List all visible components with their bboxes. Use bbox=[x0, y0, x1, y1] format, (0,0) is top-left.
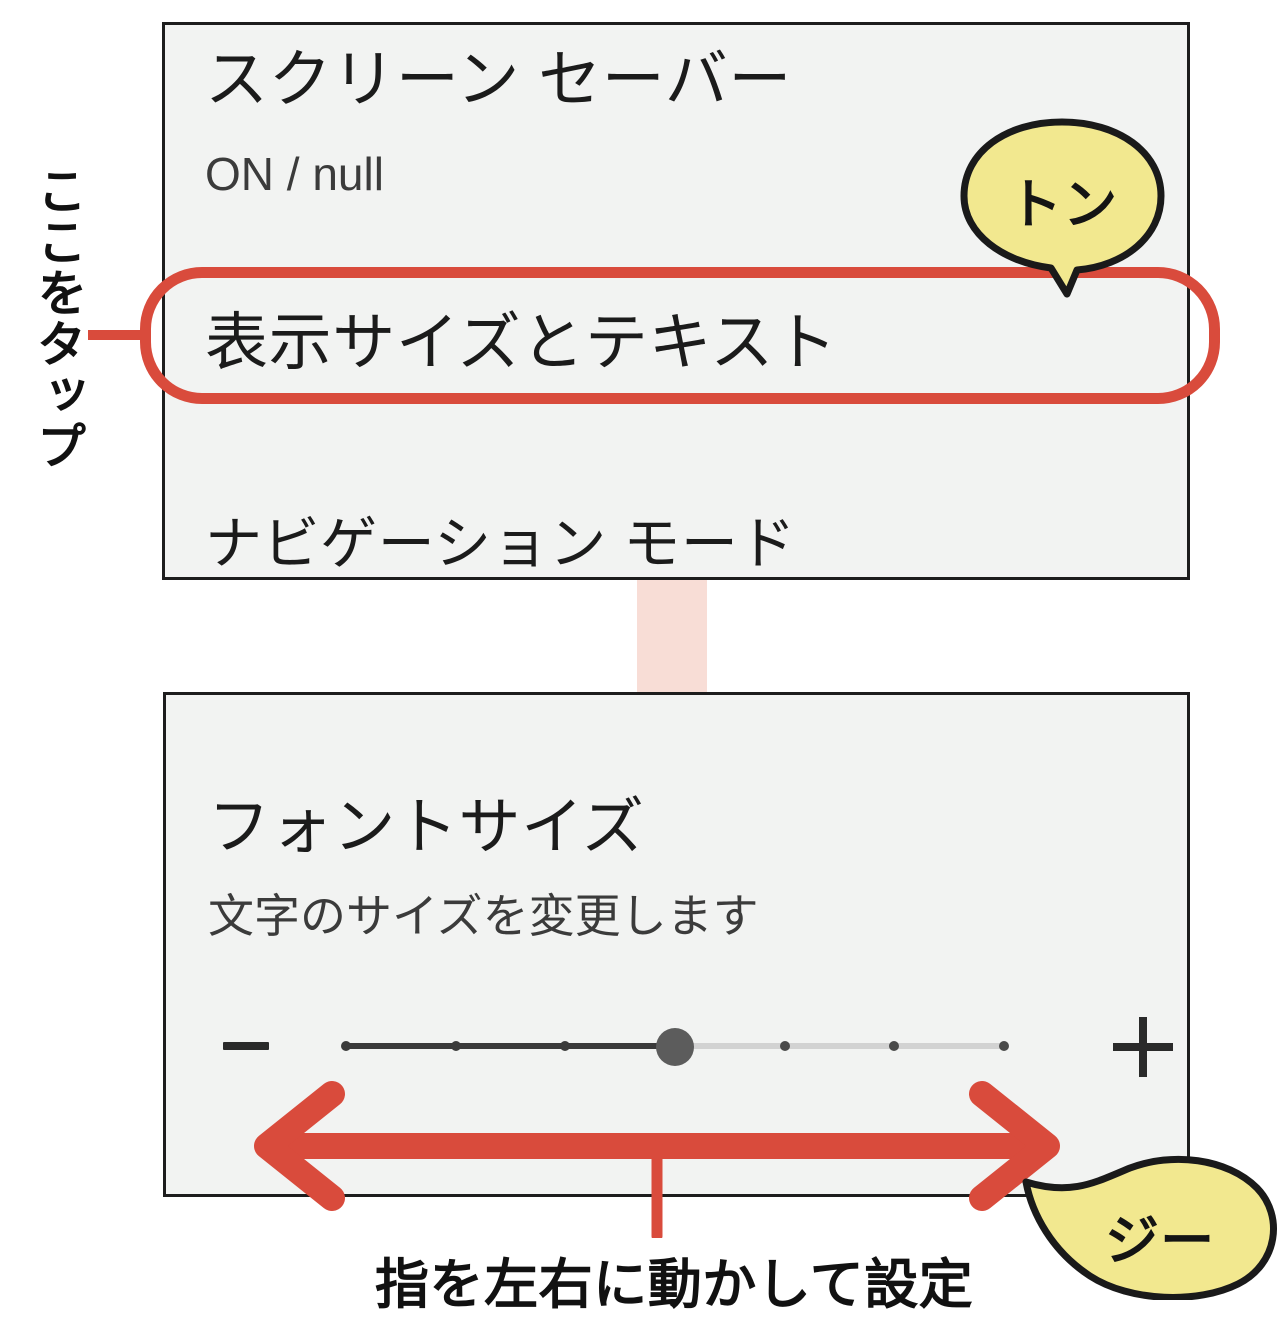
drag-direction-arrow bbox=[254, 1081, 1060, 1238]
slider-tick[interactable] bbox=[560, 1041, 571, 1051]
panel-flow-connector bbox=[637, 580, 707, 693]
font-size-slider-area bbox=[166, 995, 1187, 1105]
annotation-drag-to-set: 指を左右に動かして設定 bbox=[375, 1255, 974, 1315]
speech-bubble-tap bbox=[960, 118, 1165, 298]
minus-icon[interactable] bbox=[223, 1042, 269, 1050]
settings-row-display-size-and-text-title[interactable]: 表示サイズとテキスト bbox=[205, 308, 838, 378]
speech-bubble-drag-label: ジー bbox=[1105, 1211, 1216, 1271]
font-size-title: フォントサイズ bbox=[208, 793, 645, 862]
slider-tick[interactable] bbox=[779, 1041, 790, 1051]
annotation-tap-here: ここをタップ bbox=[30, 165, 86, 471]
slider-tick[interactable] bbox=[889, 1041, 900, 1051]
plus-icon[interactable] bbox=[1113, 1017, 1173, 1077]
settings-list-panel: スクリーン セーバー ON / null 表示サイズとテキスト ナビゲーション … bbox=[162, 22, 1190, 580]
settings-row-screensaver-status: ON / null bbox=[205, 148, 384, 200]
speech-bubble-tap-label: トン bbox=[1008, 175, 1119, 235]
settings-row-navigation-mode-title[interactable]: ナビゲーション モード bbox=[205, 512, 796, 576]
slider-tick[interactable] bbox=[999, 1041, 1009, 1051]
highlight-leader-line bbox=[88, 330, 146, 340]
slider-track-active bbox=[346, 1043, 675, 1049]
font-size-description: 文字のサイズを変更します bbox=[208, 890, 759, 942]
slider-tick[interactable] bbox=[341, 1041, 351, 1051]
font-size-slider[interactable] bbox=[341, 1028, 1009, 1066]
slider-thumb[interactable] bbox=[656, 1028, 694, 1066]
settings-row-screensaver-title[interactable]: スクリーン セーバー bbox=[205, 45, 793, 115]
slider-tick[interactable] bbox=[450, 1041, 461, 1051]
speech-bubble-drag bbox=[1022, 1155, 1277, 1300]
